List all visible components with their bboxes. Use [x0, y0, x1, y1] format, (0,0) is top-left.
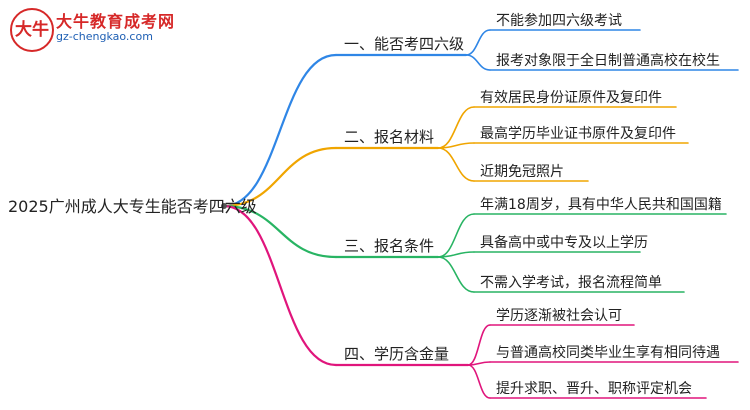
leaf-connector [465, 54, 491, 71]
leaf-connector [437, 256, 475, 293]
leaf-connector [437, 106, 475, 149]
logo-badge: 大牛 [10, 8, 54, 52]
leaf-label: 提升求职、晋升、职称评定机会 [496, 381, 692, 397]
logo-site-name: 大牛教育成考网 [56, 12, 176, 31]
leaf-label: 报考对象限于全日制普通高校在校生 [496, 53, 720, 69]
leaf-connector [437, 213, 475, 258]
leaf-label: 不需入学考试，报名流程简单 [480, 275, 662, 291]
leaf-connector [437, 251, 475, 258]
leaf-label: 近期免冠照片 [480, 164, 564, 180]
branch-connector [222, 204, 338, 259]
branch-label-2: 二、报名材料 [344, 128, 435, 146]
leaf-label: 学历逐渐被社会认可 [496, 308, 622, 324]
leaf-label: 有效居民身份证原件及复印件 [480, 90, 662, 106]
branch-connector [222, 204, 338, 367]
branch-label-1: 一、能否考四六级 [344, 35, 465, 53]
watermark-logo: 大牛 大牛教育成考网 gz-chengkao.com [4, 2, 184, 52]
leaf-connector [437, 142, 475, 149]
leaf-connector [467, 364, 491, 399]
root-connector-node [221, 203, 227, 209]
leaf-label: 年满18周岁，具有中华人民共和国国籍 [480, 197, 722, 213]
leaf-connector [467, 324, 491, 366]
branch-label-4: 四、学历含金量 [344, 345, 450, 363]
leaf-label: 不能参加四六级考试 [496, 13, 622, 29]
leaf-connector [437, 147, 475, 182]
branch-label-3: 三、报名条件 [344, 237, 435, 255]
leaf-label: 具备高中或中专及以上学历 [480, 235, 648, 251]
root-node-label: 2025广州成人大专生能否考四六级 [8, 197, 257, 216]
leaf-connector [465, 29, 491, 56]
branch-connector [222, 53, 338, 208]
leaf-label: 与普通高校同类毕业生享有相同待遇 [496, 345, 720, 361]
logo-site-url: gz-chengkao.com [56, 30, 153, 43]
leaf-label: 最高学历毕业证书原件及复印件 [480, 126, 676, 142]
branch-connector [222, 146, 338, 208]
